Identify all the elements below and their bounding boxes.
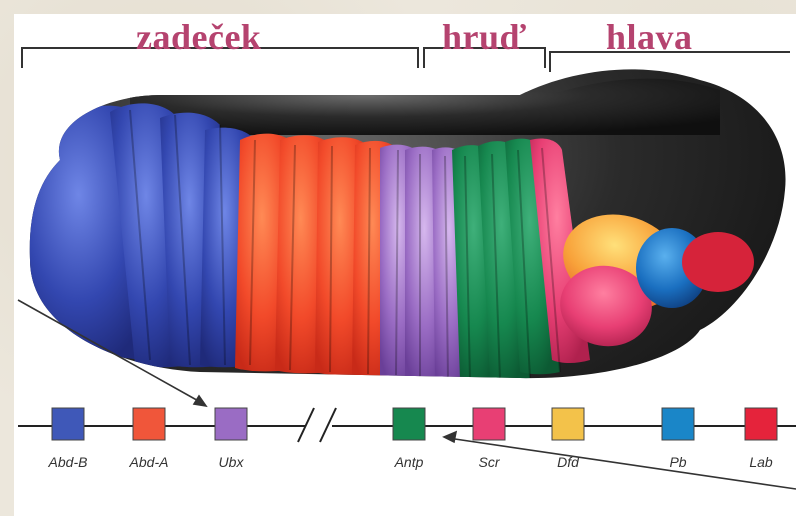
gene-label-pb: Pb (669, 454, 686, 470)
gene-box-pb (662, 408, 694, 440)
arrow-to-ubx-head (194, 396, 206, 406)
gene-label-ubx: Ubx (219, 454, 244, 470)
gene-box-scr (473, 408, 505, 440)
gene-label-antp: Antp (395, 454, 424, 470)
gene-box-ubx (215, 408, 247, 440)
gene-label-abd-a: Abd-A (130, 454, 169, 470)
gene-label-scr: Scr (479, 454, 500, 470)
gene-cluster (18, 408, 796, 442)
region-label-head: hlava (606, 16, 693, 58)
gene-box-lab (745, 408, 777, 440)
gene-label-lab: Lab (749, 454, 772, 470)
gene-box-dfd (552, 408, 584, 440)
gene-box-abd-a (133, 408, 165, 440)
arrow-to-antp-line (448, 438, 796, 489)
region-label-thorax: hruď (442, 16, 526, 58)
gene-label-dfd: Dfd (557, 454, 579, 470)
gene-box-antp (393, 408, 425, 440)
region-label-abdomen: zadeček (136, 16, 261, 58)
gene-label-abd-b: Abd-B (49, 454, 88, 470)
gene-box-abd-b (52, 408, 84, 440)
arrow-to-antp-head (444, 432, 456, 442)
